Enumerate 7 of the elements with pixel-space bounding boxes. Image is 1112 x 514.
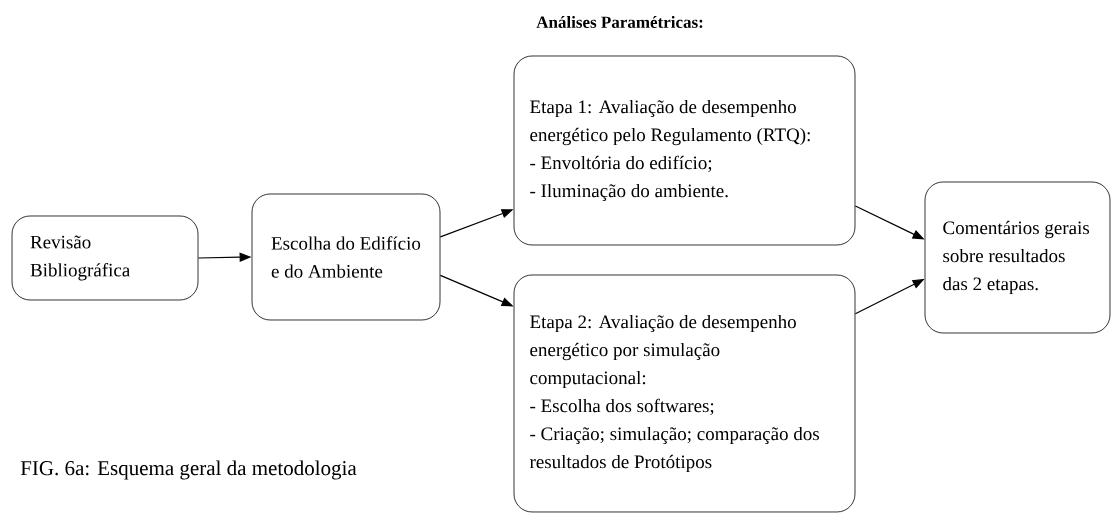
process-box: Comentários gerais sobre resultados das 2 etapas. [924, 181, 1111, 334]
process-box: Etapa 1: Avaliação de desempenho energético pelo Regulamento (RTQ): - Envoltória do edifício; - Iluminação do ambiente. [513, 55, 856, 246]
caption: FIG. 6a: Esquema geral da metodologia [20, 460, 357, 480]
process-box: Etapa 2: Avaliação de desempenho energético por simulação computacional: - Escolha dos softwares; - Criação; simulação; comparação dos resultados de Protótipos [513, 274, 856, 513]
process-box: Escolha do Edifício e do Ambiente [251, 193, 441, 321]
heading: Análises Paramétricas: [536, 15, 703, 28]
process-box: Revisão Bibliográfica [11, 215, 199, 301]
